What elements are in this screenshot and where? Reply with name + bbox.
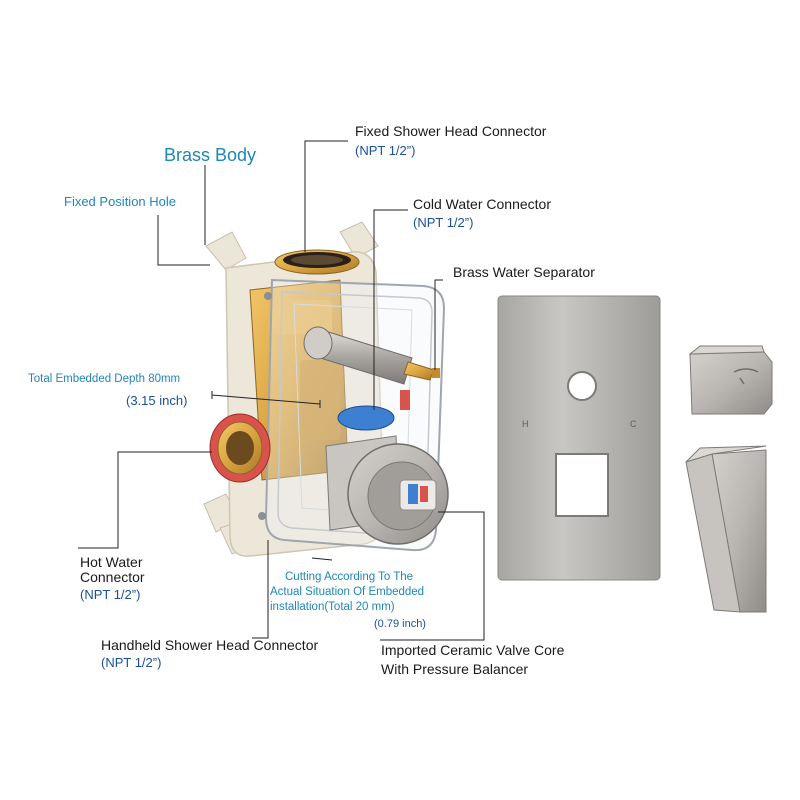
hot-water-connector [209,413,271,483]
brass-water-separator-label: Brass Water Separator [453,264,595,280]
cutting-inch: (0.79 inch) [374,618,426,630]
plate-mark-c: C [630,419,637,429]
top-connector [274,249,360,275]
diverter-knob [688,345,773,415]
cutting-label-line1: Cutting According To The [285,571,414,583]
brass-body-label: Brass Body [164,145,257,165]
cutting-label-line2: Actual Situation Of Embedded [270,586,425,598]
handheld-npt: (NPT 1/2”) [101,655,162,670]
hot-water-label-line2: Connector [80,569,145,585]
valve-core-label-line1: Imported Ceramic Valve Core [381,642,565,658]
handheld-label: Handheld Shower Head Connector [101,637,319,653]
cold-seal [337,405,395,431]
cutting-label-line3: installation(Total 20 mm) [270,601,395,613]
cold-water-label: Cold Water Connector [413,196,551,212]
total-depth-inch: (3.15 inch) [126,393,188,408]
total-depth-label: Total Embedded Depth 80mm [28,373,181,385]
handle-opening [555,453,609,517]
cold-water-npt: (NPT 1/2”) [413,215,474,230]
separator-stem [303,326,440,385]
cover-plate [497,295,661,581]
fixed-position-hole-label: Fixed Position Hole [64,194,176,209]
valve-core-label-line2: With Pressure Balancer [381,661,529,677]
plate-mark-h: H [522,419,529,429]
leader-lines [78,140,485,641]
fixed-shower-head-npt: (NPT 1/2”) [355,143,416,158]
valve-core [347,443,449,545]
valve-body-assembly [203,221,449,557]
diverter-hole [567,371,597,401]
fixed-shower-head-label: Fixed Shower Head Connector [355,123,547,139]
hot-water-label-line1: Hot Water [80,554,143,570]
hot-water-npt: (NPT 1/2”) [80,587,141,602]
lever-handle [685,445,767,613]
